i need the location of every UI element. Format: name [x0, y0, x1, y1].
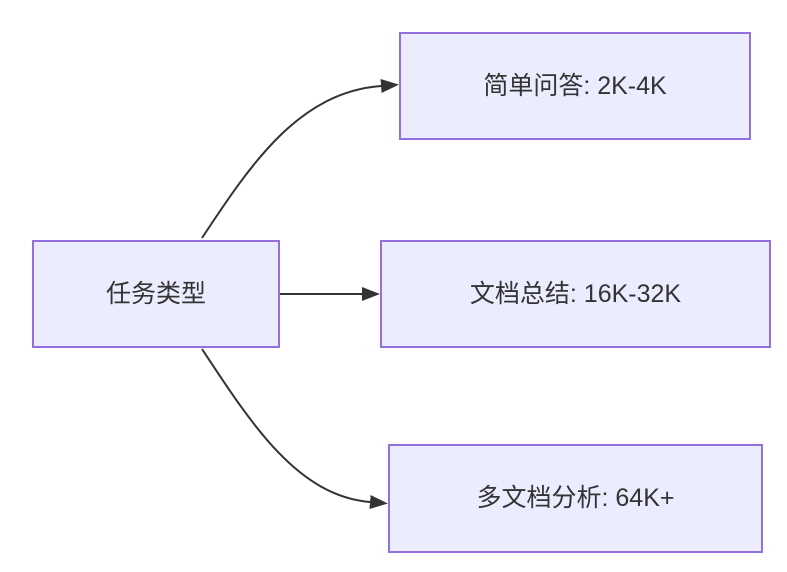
node-task-type: 任务类型 — [32, 240, 280, 348]
edge-task-type-to-multi-doc-analysis — [201, 348, 388, 509]
node-doc-summary-label: 文档总结: 16K-32K — [469, 279, 682, 308]
node-multi-doc-analysis-label: 多文档分析: 64K+ — [476, 484, 675, 513]
node-simple-qa: 简单问答: 2K-4K — [399, 32, 751, 140]
node-task-type-label: 任务类型 — [105, 279, 206, 308]
node-multi-doc-analysis: 多文档分析: 64K+ — [388, 444, 763, 553]
node-simple-qa-label: 简单问答: 2K-4K — [483, 71, 667, 100]
edge-task-type-to-simple-qa — [201, 79, 399, 239]
node-doc-summary: 文档总结: 16K-32K — [380, 240, 771, 348]
